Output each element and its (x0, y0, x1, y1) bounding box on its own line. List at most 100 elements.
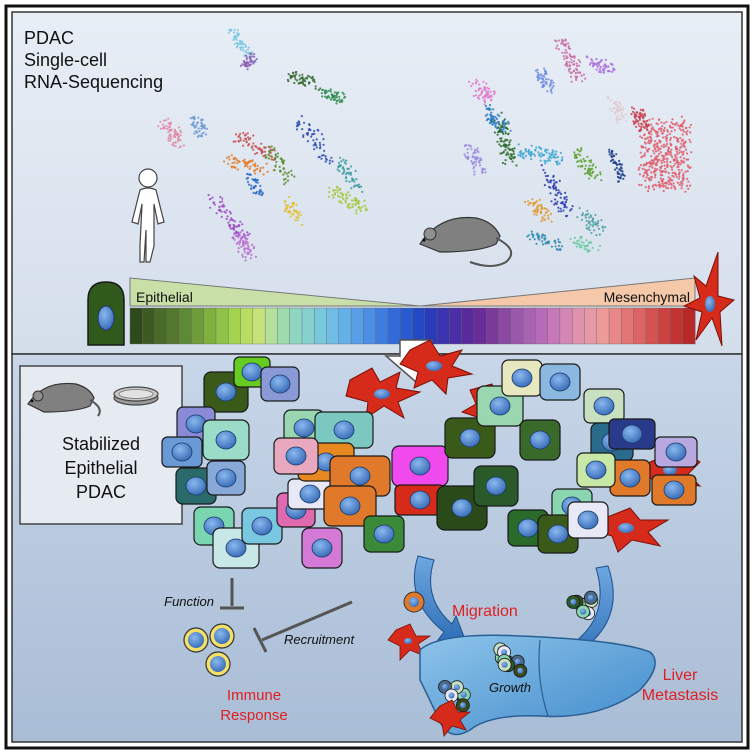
umap-point (240, 238, 243, 241)
umap-point (466, 151, 469, 154)
umap-point (267, 150, 271, 153)
umap-point (208, 198, 211, 201)
umap-point (489, 90, 492, 93)
umap-point (647, 123, 650, 126)
umap-point (542, 83, 545, 86)
umap-point (218, 205, 221, 208)
umap-point (529, 154, 532, 158)
umap-point (545, 72, 548, 75)
umap-point (547, 157, 550, 160)
umap-point (275, 160, 278, 164)
cell-nucleus (549, 372, 571, 392)
umap-point (245, 177, 248, 180)
umap-point (561, 156, 564, 159)
umap-point (317, 88, 320, 92)
umap-point (567, 46, 570, 50)
umap-point (661, 182, 664, 185)
umap-point (267, 153, 270, 157)
umap-point (338, 100, 342, 104)
umap-point (678, 183, 681, 186)
umap-point (586, 227, 590, 230)
umap-point (608, 148, 611, 151)
umap-point (690, 151, 693, 154)
umap-point (193, 117, 196, 120)
umap-point (504, 162, 507, 165)
umap-point (253, 55, 256, 58)
umap-point (161, 123, 165, 126)
umap-point (535, 200, 539, 203)
umap-point (642, 164, 646, 167)
umap-point (647, 161, 651, 164)
umap-point (680, 159, 683, 162)
umap-point (296, 211, 299, 214)
umap-point (301, 80, 304, 83)
umap-point (507, 120, 510, 123)
umap-point (344, 201, 347, 204)
umap-point (641, 167, 644, 170)
umap-point (674, 123, 677, 126)
umap-point (480, 158, 483, 161)
umap-point (658, 169, 662, 172)
cell-nucleus (485, 476, 507, 496)
umap-point (250, 184, 253, 187)
umap-point (246, 244, 249, 247)
umap-point (548, 159, 552, 162)
umap-point (588, 177, 591, 180)
umap-point (304, 80, 307, 83)
umap-point (249, 257, 252, 260)
cell-nucleus (285, 446, 307, 466)
cell-nucleus (185, 476, 207, 496)
epithelial-wedge (129, 277, 421, 307)
umap-point (667, 153, 671, 156)
umap-point (476, 96, 480, 99)
umap-point (650, 130, 653, 133)
umap-point (565, 60, 568, 64)
umap-point (561, 41, 564, 44)
umap-point (301, 223, 304, 227)
umap-point (553, 182, 556, 185)
umap-point (640, 183, 643, 187)
umap-point (652, 188, 656, 191)
umap-point (246, 231, 249, 234)
umap-point (576, 216, 579, 219)
umap-point (533, 238, 536, 241)
umap-point (478, 161, 481, 164)
umap-point (576, 71, 579, 74)
umap-point (359, 207, 362, 210)
umap-point (541, 240, 544, 243)
umap-point (602, 68, 605, 71)
umap-point (343, 170, 346, 173)
umap-mouse-plot (463, 38, 693, 253)
umap-point (245, 64, 248, 67)
umap-point (530, 158, 533, 161)
umap-point (250, 60, 253, 64)
umap-point (321, 95, 324, 98)
umap-point (568, 64, 571, 67)
umap-point (617, 115, 620, 118)
header-line-1: PDAC (24, 28, 74, 48)
inset-line-1: Stabilized (62, 434, 140, 454)
umap-point (555, 150, 558, 153)
umap-point (674, 154, 677, 157)
umap-point (608, 153, 611, 156)
umap-point (165, 124, 168, 128)
umap-point (336, 191, 339, 194)
umap-point (162, 127, 165, 130)
mesenchymal-cell (429, 699, 472, 737)
cell-nucleus (501, 661, 508, 668)
umap-point (584, 159, 587, 162)
umap-point (348, 180, 351, 183)
umap-point (687, 187, 690, 190)
umap-point (329, 98, 333, 101)
epithelial-cell-icon (87, 281, 125, 346)
umap-point (550, 156, 553, 159)
umap-point (554, 245, 557, 248)
umap-point (616, 175, 620, 178)
umap-point (281, 161, 285, 164)
umap-point (251, 159, 254, 162)
umap-point (615, 166, 618, 170)
umap-point (299, 213, 302, 216)
cell-nucleus (587, 594, 594, 601)
umap-point (637, 168, 640, 171)
color-swatch (535, 307, 549, 345)
